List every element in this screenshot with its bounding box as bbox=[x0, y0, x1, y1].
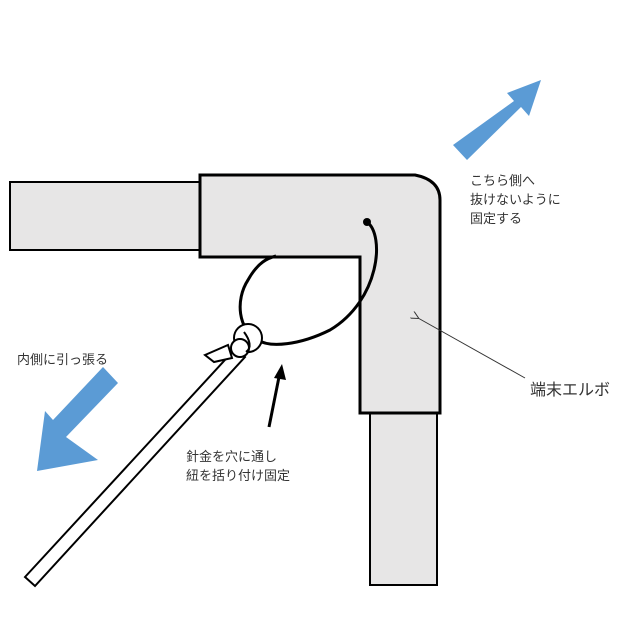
left-pipe bbox=[9, 181, 203, 251]
wire-pointer-arrowhead bbox=[274, 364, 286, 380]
pull-rod bbox=[23, 346, 247, 588]
wire-note: 針金を穴に通し 紐を括り付け固定 bbox=[186, 448, 290, 486]
note-line: 紐を括り付け固定 bbox=[186, 469, 291, 484]
elbow-leader-line bbox=[418, 318, 526, 379]
hole bbox=[363, 218, 371, 226]
wire-loop bbox=[238, 220, 378, 346]
arrow-down-left-icon bbox=[37, 367, 118, 471]
pull-inward-label: 内側に引っ張る bbox=[17, 353, 109, 368]
end-elbow bbox=[198, 173, 442, 415]
note-line: 固定する bbox=[470, 212, 523, 227]
note-line: 抜けないように bbox=[470, 193, 561, 208]
wire-pointer-arrow bbox=[267, 371, 282, 428]
knot bbox=[203, 323, 263, 364]
note-line: 針金を穴に通し bbox=[186, 450, 278, 465]
arrow-up-right-icon bbox=[453, 80, 541, 160]
elbow-label: 端末エルボ bbox=[530, 380, 611, 399]
bottom-pipe bbox=[369, 409, 438, 586]
no-slip-note: こちら側へ 抜けないように 固定する bbox=[470, 172, 561, 229]
note-line: こちら側へ bbox=[470, 174, 536, 189]
